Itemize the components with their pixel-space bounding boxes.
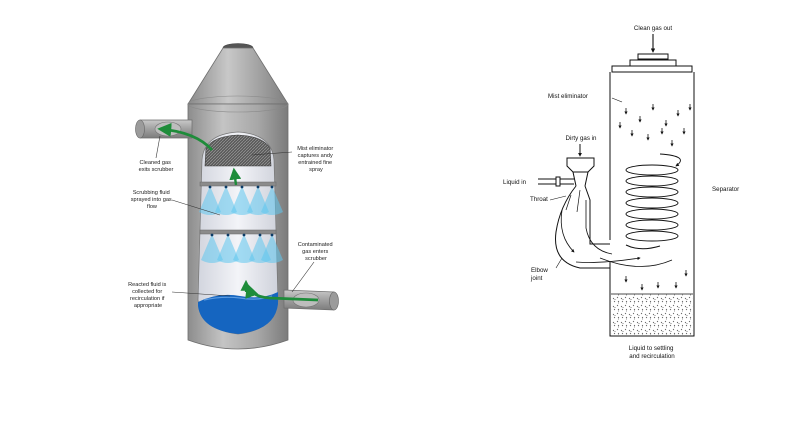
coil-turn xyxy=(625,175,679,187)
spray-cone xyxy=(231,186,253,215)
label-cleaned-gas: Cleaned gas exits scrubber xyxy=(139,160,174,173)
spray-cone xyxy=(201,234,223,263)
spray-nozzle xyxy=(224,185,228,189)
spray-nozzle xyxy=(226,233,230,237)
coil-turn xyxy=(625,164,679,176)
spray-cone xyxy=(261,186,283,215)
mist-eliminator-mesh xyxy=(204,134,272,167)
label-elbow-joint: Elbow joint xyxy=(530,267,550,282)
label-mist-eliminator-left: Mist eliminator captures andy entrained … xyxy=(297,146,335,173)
gas-exit-arrow xyxy=(157,122,214,151)
coil-turn xyxy=(625,197,679,209)
spray-header xyxy=(199,181,277,187)
label-scrubbing-fluid: Scrubbing fluid sprayed into gas flow xyxy=(131,190,174,210)
spray-cones xyxy=(199,185,283,263)
separator-vessel xyxy=(609,72,695,337)
spray-cone xyxy=(217,234,239,263)
coil-turn xyxy=(625,219,679,231)
label-separator: Separator xyxy=(712,186,739,193)
spray-nozzle xyxy=(256,185,260,189)
coil-turn xyxy=(625,186,679,198)
label-throat: Throat xyxy=(530,196,548,203)
spray-nozzle xyxy=(258,233,262,237)
collected-liquid xyxy=(198,292,278,334)
spray-cone xyxy=(233,234,255,263)
label-reacted-fluid: Reacted fluid is collected for recircula… xyxy=(128,282,168,309)
clean-gas-outlet xyxy=(611,34,693,73)
label-mist-eliminator-right: Mist eliminator xyxy=(548,93,588,100)
label-clean-gas-out: Clean gas out xyxy=(634,25,672,32)
label-liquid-to-settling: Liquid to settling and recirculation xyxy=(629,345,675,360)
spray-cone xyxy=(261,234,283,263)
spray-cone xyxy=(199,186,221,215)
spray-nozzle xyxy=(240,185,244,189)
venturi-throat xyxy=(538,144,673,269)
spray-nozzle xyxy=(210,233,214,237)
spray-cone xyxy=(215,186,237,215)
left-leader-lines xyxy=(155,135,315,297)
spray-nozzle xyxy=(270,185,274,189)
spray-nozzle xyxy=(270,233,274,237)
spray-tower-scrubber: Cleaned gas exits scrubber Mist eliminat… xyxy=(128,43,339,350)
coil-turn xyxy=(625,208,679,220)
gas-rise-arrow xyxy=(229,167,242,186)
spray-nozzle xyxy=(242,233,246,237)
helical-coil xyxy=(625,153,681,242)
sediment xyxy=(611,294,693,335)
spray-nozzle xyxy=(208,185,212,189)
spray-header xyxy=(199,229,277,235)
coil-turn xyxy=(625,230,679,242)
spray-headers xyxy=(199,181,277,235)
label-liquid-in: Liquid in xyxy=(503,179,527,186)
tower-cone xyxy=(187,47,289,105)
mist-droplets xyxy=(618,104,692,291)
venturi-scrubber xyxy=(538,34,695,337)
label-dirty-gas-in: Dirty gas in xyxy=(566,135,598,142)
right-leader-lines xyxy=(549,97,623,269)
outlet-pipe xyxy=(135,119,193,139)
elbow-duct xyxy=(555,185,610,269)
label-contaminated-gas: Contaminated gas enters scrubber xyxy=(298,242,334,262)
